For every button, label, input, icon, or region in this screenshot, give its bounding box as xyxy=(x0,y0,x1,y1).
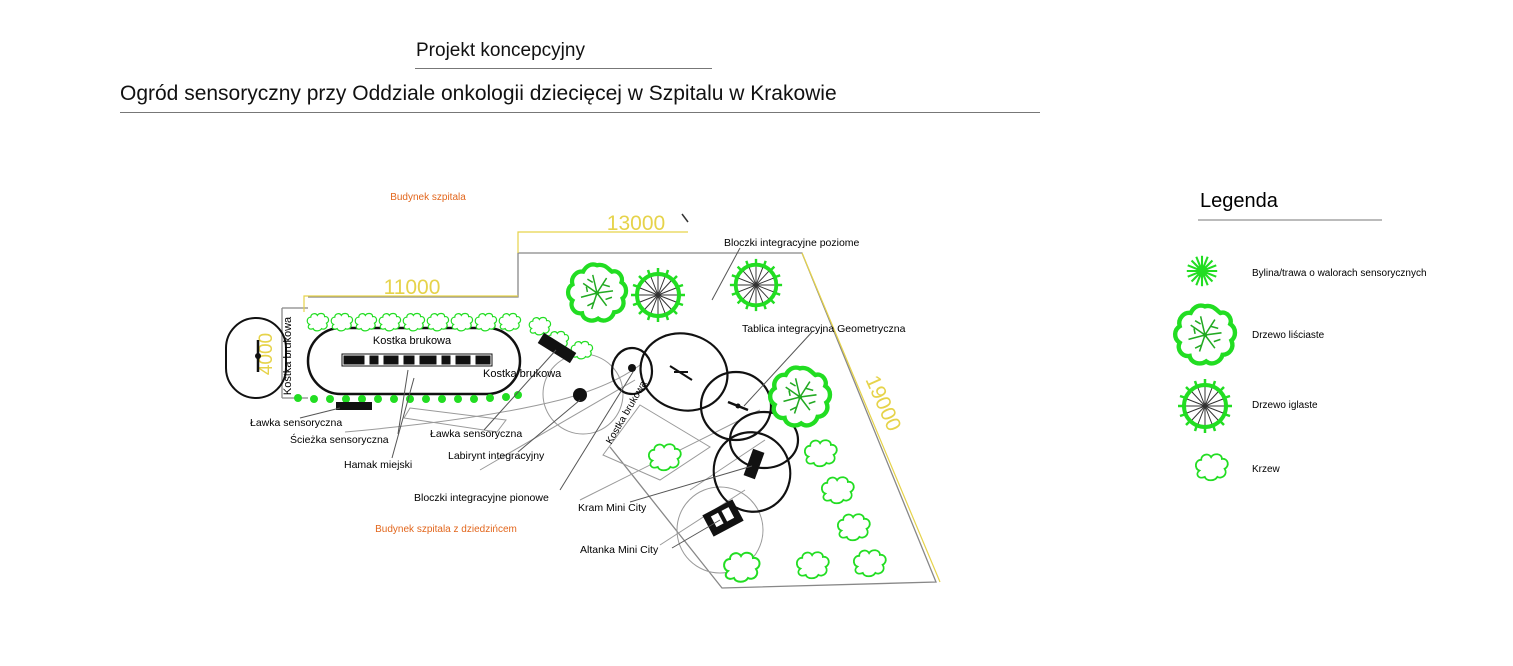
deciduous-tree-icon xyxy=(770,368,830,426)
label-kostka-middle: Kostka brukowa xyxy=(483,368,562,380)
left-oval-path xyxy=(225,317,287,399)
legend: Legenda Bylina/trawa o walorach sensoryc… xyxy=(1175,190,1427,482)
sensory-path-blocks xyxy=(341,353,493,367)
label-tablica: Tablica integracyjna Geometryczna xyxy=(742,323,906,335)
dimension-13000: 13000 xyxy=(607,212,665,235)
dimension-11000: 11000 xyxy=(384,276,441,299)
label-kram: Kram Mini City xyxy=(578,502,647,514)
conifer-tree-icon xyxy=(1176,377,1234,435)
legend-item-label: Krzew xyxy=(1252,464,1281,475)
legend-item-label: Bylina/trawa o walorach sensorycznych xyxy=(1252,268,1427,279)
trees xyxy=(568,256,830,426)
leader-lines xyxy=(299,247,813,549)
bench-1 xyxy=(336,402,372,410)
title-underline xyxy=(415,68,712,69)
integration-post xyxy=(628,364,636,372)
deciduous-tree-icon xyxy=(1175,306,1235,364)
label-altanka: Altanka Mini City xyxy=(580,544,659,556)
paving-oval-chain xyxy=(610,332,800,513)
legend-title: Legenda xyxy=(1200,190,1279,212)
conifer-tree-icon xyxy=(727,256,785,314)
label-labirynt: Labirynt integracyjny xyxy=(448,450,545,462)
mini-city-stall xyxy=(743,448,765,480)
legend-item-label: Drzewo liściaste xyxy=(1252,330,1325,341)
label-kostka-left: Kostka brukowa xyxy=(282,316,294,395)
mini-city-gazebo xyxy=(702,499,744,537)
geometric-board xyxy=(727,400,749,412)
dimension-4000: 4000 xyxy=(256,333,277,375)
label-bloczki-pionowe: Bloczki integracyjne pionowe xyxy=(414,492,549,504)
label-lawka-1: Ławka sensoryczna xyxy=(250,417,342,429)
perennial-grass-icon xyxy=(1185,254,1219,288)
project-title: Projekt koncepcyjny xyxy=(416,40,585,61)
deciduous-tree-icon xyxy=(568,264,626,320)
label-kostka-diag: Kostka brukowa xyxy=(604,379,649,446)
horizontal-blocks xyxy=(669,365,693,381)
label-hamak: Hamak miejski xyxy=(344,459,412,471)
perennial-row xyxy=(294,391,522,403)
shrub-icon xyxy=(1194,453,1229,482)
legend-item-label: Drzewo iglaste xyxy=(1252,400,1318,411)
dimension-lines xyxy=(303,231,941,583)
project-subtitle: Ogród sensoryczny przy Oddziale onkologi… xyxy=(120,82,837,105)
label-bloczki-poziome: Bloczki integracyjne poziome xyxy=(724,237,860,249)
label-hospital-building: Budynek szpitala xyxy=(390,192,466,203)
hammock-post xyxy=(573,388,587,402)
conifer-tree-icon xyxy=(629,266,687,324)
label-sciezka: Ścieżka sensoryczna xyxy=(290,433,389,446)
leader-tick xyxy=(681,213,689,223)
shrubs-garden xyxy=(647,439,887,583)
dimension-19000: 19000 xyxy=(861,372,906,435)
label-kostka-main: Kostka brukowa xyxy=(373,335,452,347)
label-hospital-courtyard: Budynek szpitala z dziedzińcem xyxy=(375,524,517,535)
subtitle-underline xyxy=(120,112,1040,113)
label-lawka-2: Ławka sensoryczna xyxy=(430,428,522,440)
bench-2 xyxy=(537,332,577,364)
